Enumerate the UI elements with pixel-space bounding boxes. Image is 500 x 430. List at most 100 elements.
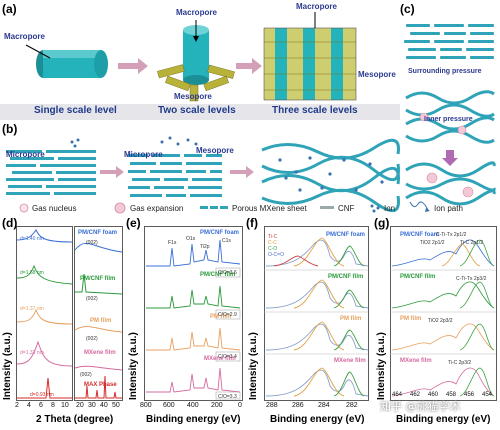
three-scale-block — [263, 27, 357, 101]
e-peak-f1s: F1s — [168, 240, 177, 246]
surrounding-pressure-label: Surrounding pressure — [408, 68, 482, 75]
macropore-label-3: Macropore — [296, 2, 337, 11]
g-comp-3: Ti-C 2p1/2 — [460, 240, 484, 246]
e-tick-800: 800 — [140, 402, 152, 409]
single-scale-cylinder — [36, 50, 108, 78]
e-peak-ti2p: Ti2p — [200, 244, 210, 250]
g-tick-454: 454 — [482, 392, 493, 398]
mesopore-label-b: Mesopore — [196, 146, 234, 155]
legend-gas-expansion: Gas expansion — [130, 204, 184, 213]
f-tick-288: 288 — [266, 402, 278, 409]
panel-d-ylabel: Intensity (a.u.) — [2, 332, 13, 400]
caption-two-scale: Two scale levels — [158, 105, 236, 116]
ion-path-icon — [409, 201, 430, 212]
panel-f-label: (f) — [246, 216, 258, 230]
xps-survey-film — [146, 285, 241, 309]
e-series-film: PM/CNF film — [200, 272, 236, 278]
g-tick-462: 462 — [410, 392, 421, 398]
panel-b-illustration — [6, 136, 400, 214]
f-series-mxene: MXene film — [334, 358, 366, 364]
panel-f-chart — [264, 226, 369, 401]
f-tick-282: 282 — [346, 402, 358, 409]
xrd-left-pmcnf-film — [16, 264, 73, 285]
d-peak-label-2: (002) — [86, 296, 98, 302]
panel-a-label: (a) — [2, 2, 17, 16]
micropore-label-1: Micropore — [6, 150, 45, 159]
g-tick-456: 456 — [464, 392, 475, 398]
e-ratio-pm: C/O=3.4 — [218, 354, 237, 360]
g-series-foam: PM/CNF foam — [400, 232, 439, 238]
legend-symbols — [19, 202, 380, 214]
g-tick-464: 464 — [392, 392, 403, 398]
macropore-label-1: Macropore — [4, 32, 45, 41]
two-scale-cylinder — [157, 25, 235, 102]
d-series-pm: PM film — [90, 318, 112, 324]
f-series-pm: PM film — [340, 316, 362, 322]
g-comp-1: C-Ti-Tx 2p1/2 — [436, 232, 467, 238]
f-comp-tic: Ti-C — [268, 234, 278, 240]
xrd-left-pmcnf-foam — [16, 229, 73, 243]
panel-b-label: (b) — [2, 122, 18, 136]
e-ratio-foam: C/O=3.6 — [218, 270, 237, 276]
panel-e-ylabel: Intensity (a.u.) — [128, 332, 139, 400]
f-series-film: PM/CNF film — [328, 274, 364, 280]
e-tick-600: 600 — [163, 402, 175, 409]
panel-g-chart — [390, 226, 497, 401]
d-tick-30: 30 — [88, 402, 96, 409]
e-ratio-film: C/O=2.9 — [218, 312, 237, 318]
xps-survey-mxene — [146, 367, 241, 393]
d-tick-10: 10 — [61, 402, 69, 409]
xrd-right-pmcnf-film — [75, 273, 123, 295]
d-tick-8: 8 — [51, 402, 55, 409]
xrd-left-pm-film — [16, 308, 73, 325]
f-series-foam: PM/CNF foam — [326, 232, 365, 238]
xrd-left-mxene-film — [16, 340, 73, 367]
d-peak-label-1: (002) — [86, 240, 98, 246]
d-tick-2: 2 — [15, 402, 19, 409]
f-tick-284: 284 — [318, 402, 330, 409]
panel-f-xlabel: Binding energy (eV) — [270, 414, 365, 425]
d-label-mxene: d=1.33 nm — [20, 350, 44, 356]
e-peak-o1s: O1s — [186, 236, 196, 242]
d-tick-40: 40 — [100, 402, 108, 409]
f-comp-cc: C-C — [268, 240, 277, 246]
legend-porous-sheet: Porous MXene sheet — [232, 204, 307, 213]
d-tick-6: 6 — [39, 402, 43, 409]
xps-survey-foam — [146, 239, 241, 267]
xps-survey-pm — [146, 327, 241, 351]
panel-d-xlabel: 2 Theta (degree) — [36, 414, 114, 425]
panel-g-ylabel: Intensity (a.u.) — [376, 332, 387, 400]
panel-a-illustration — [0, 12, 400, 120]
panel-g-label: (g) — [374, 216, 390, 230]
panel-f-ylabel: Intensity (a.u.) — [248, 332, 259, 400]
g-series-pm: PM film — [400, 316, 422, 322]
d-series-mxene: MXene film — [84, 350, 116, 356]
d-label-film: d=1.68 nm — [20, 270, 44, 276]
g-comp-4: C-Ti-Tx 2p3/2 — [456, 276, 487, 282]
panel-e-chart — [144, 226, 243, 401]
xrd-right-pmcnf-foam — [74, 242, 123, 253]
d-series-foam: PM/CNF foam — [78, 230, 117, 236]
g-comp-2: TiO2 2p1/2 — [420, 240, 445, 246]
compact-stack — [6, 150, 96, 195]
e-peak-c1s: C1s — [222, 238, 231, 244]
d-tick-4: 4 — [27, 402, 31, 409]
d-tick-20: 20 — [76, 402, 84, 409]
macropore-label-2: Macropore — [176, 8, 217, 17]
d-label-foam: d=1.40 nm — [20, 236, 44, 242]
inner-pressure-label: Inner pressure — [424, 116, 473, 123]
g-tick-460: 460 — [428, 392, 439, 398]
caption-single-scale: Single scale level — [34, 105, 117, 116]
g-series-mxene: MXene film — [400, 358, 432, 364]
g-comp-6: Ti-C 2p3/2 — [448, 360, 472, 366]
caption-three-scale: Three scale levels — [272, 105, 358, 116]
legend-cnf: CNF — [338, 204, 355, 213]
e-tick-400: 400 — [187, 402, 199, 409]
xrd-left-max-phase — [17, 377, 72, 399]
d-label-pm: d=1.37 nm — [20, 306, 44, 312]
legend-ion: Ion — [384, 204, 396, 213]
d-peak-label-4: (002) — [80, 372, 92, 378]
foam-structure — [261, 138, 400, 213]
legend-ion-path: Ion path — [434, 204, 463, 213]
watermark: 知乎 @熊猫学术 — [380, 400, 461, 413]
